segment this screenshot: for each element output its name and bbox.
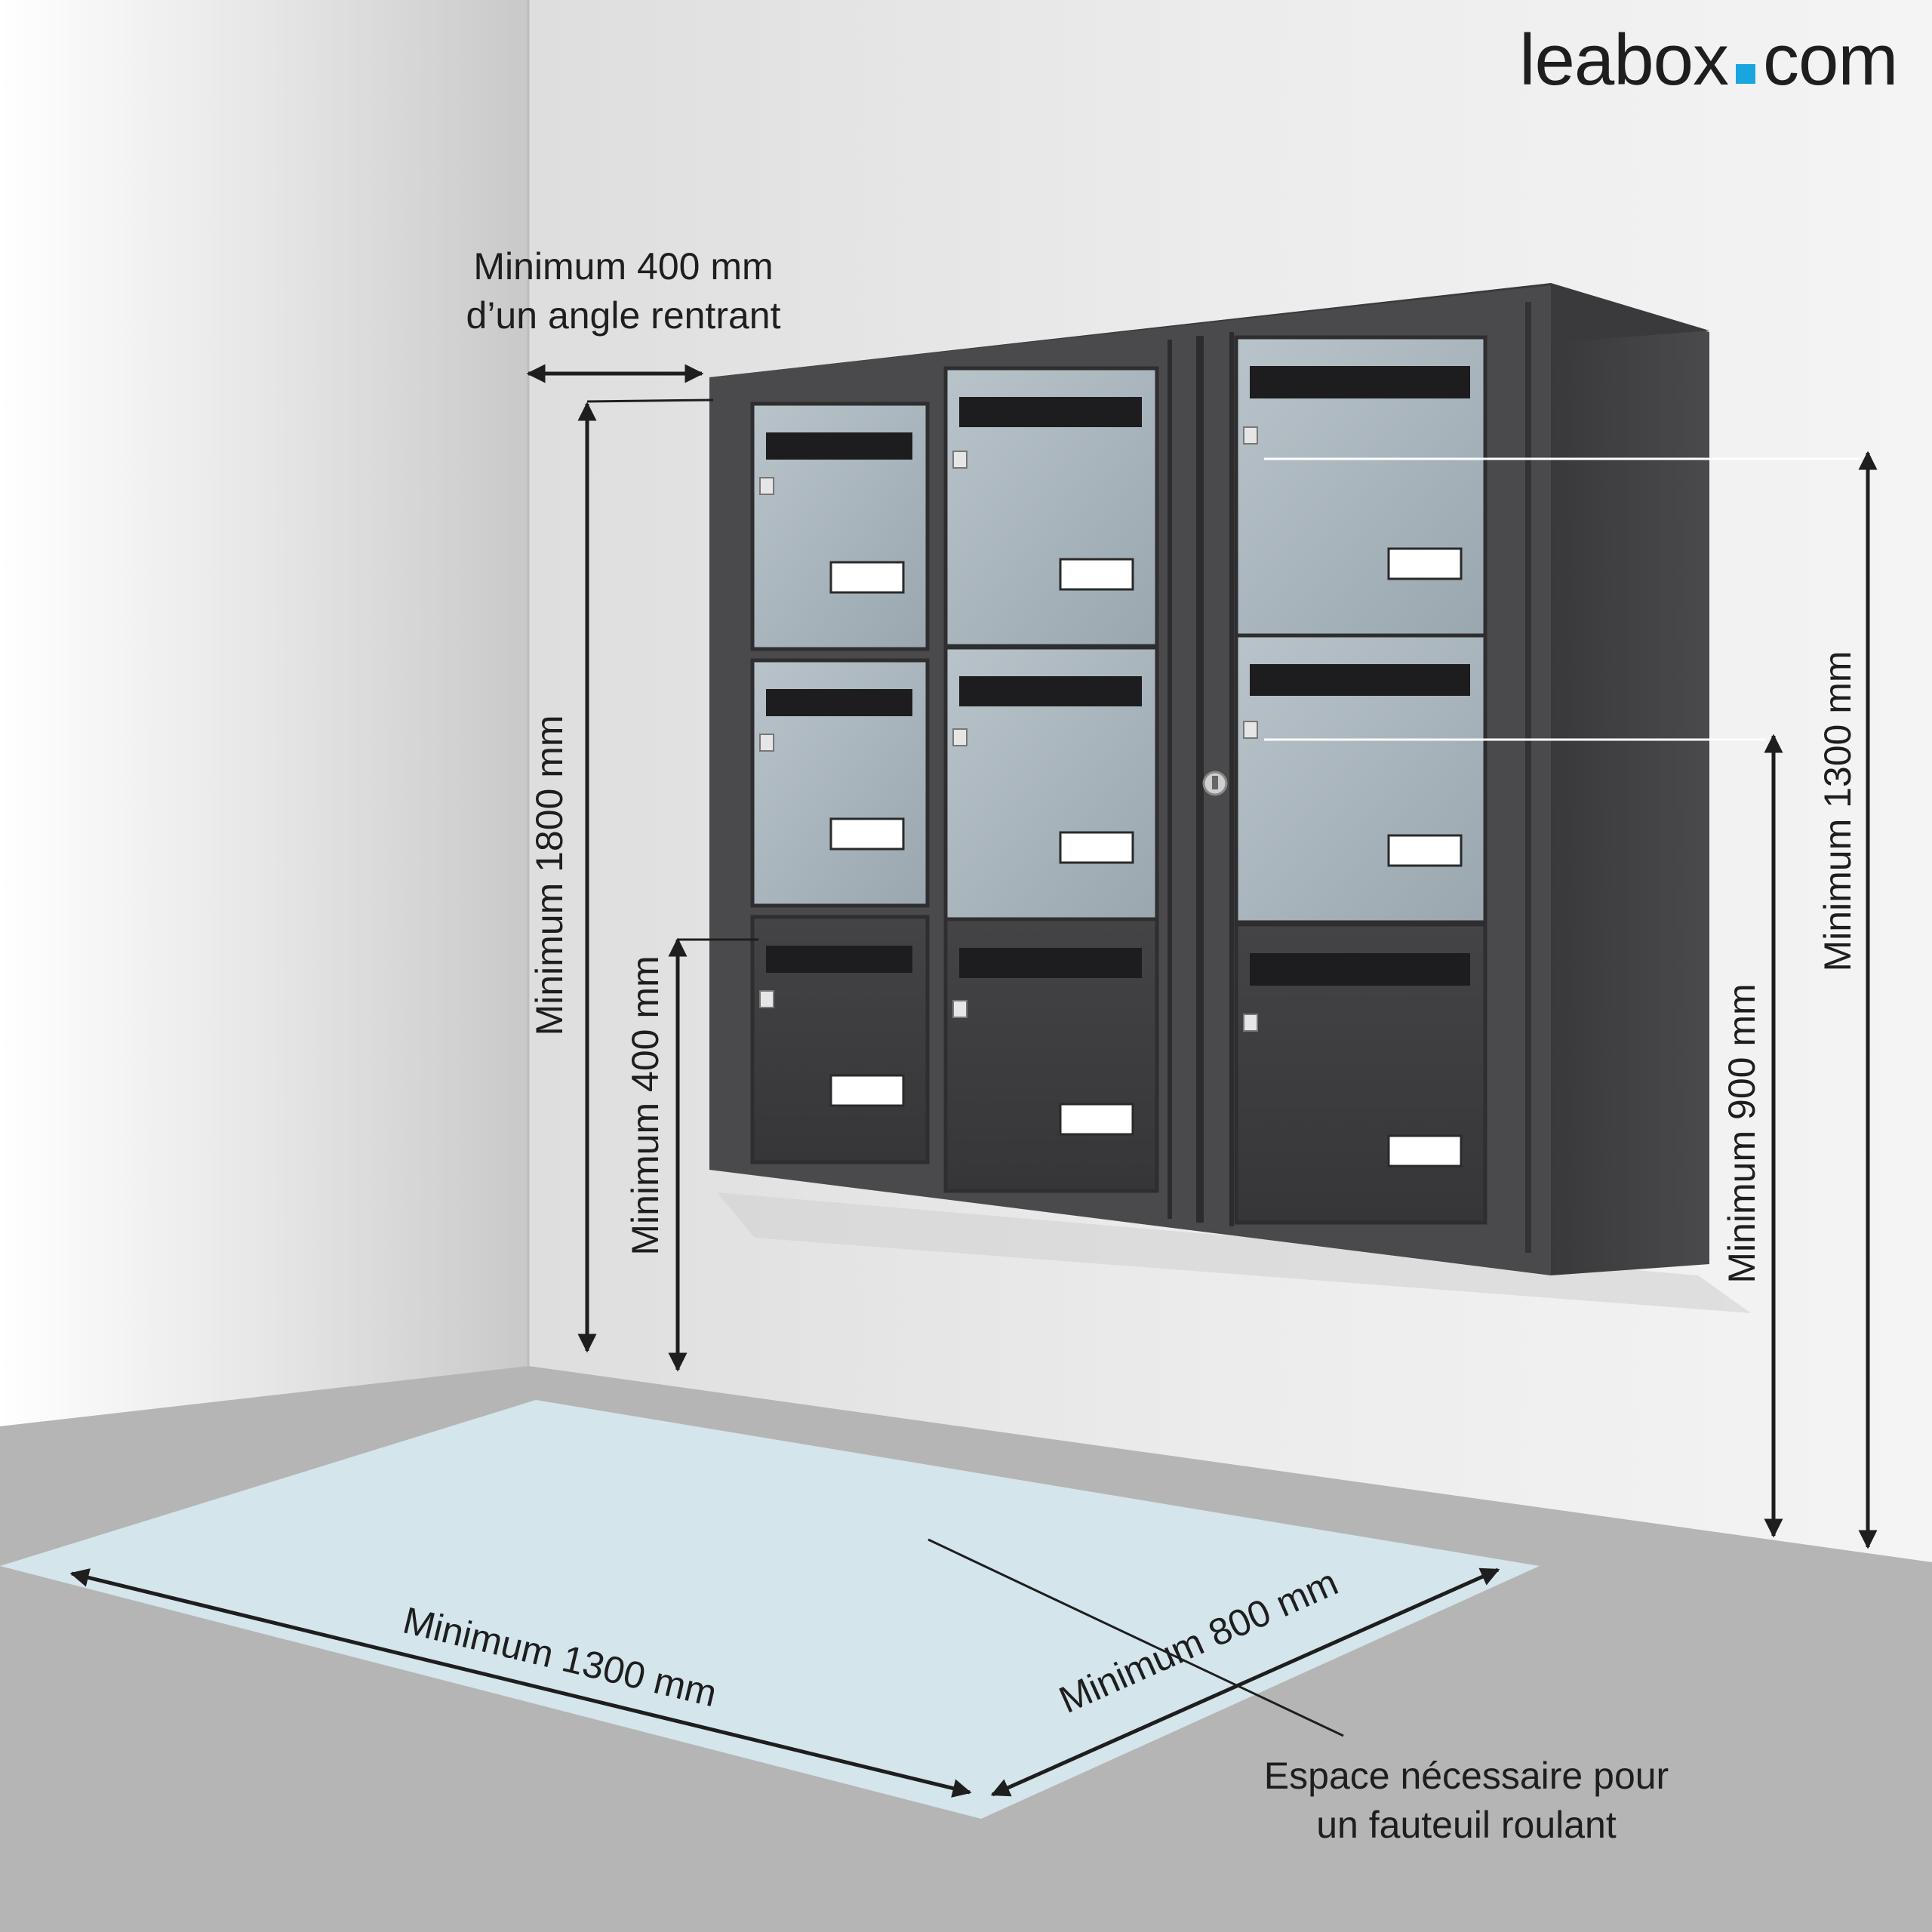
name-plate-icon	[1387, 834, 1463, 867]
left-wall	[0, 0, 528, 1426]
mail-slot-icon	[959, 397, 1142, 427]
lock-icon	[1243, 721, 1258, 739]
cabinet-side	[1551, 285, 1709, 1275]
reach-high-label: Minimum 1300 mm	[1817, 651, 1859, 971]
mail-slot-icon	[766, 946, 912, 973]
lock-icon	[1243, 426, 1258, 445]
name-plate-icon	[1387, 1134, 1463, 1168]
name-plate-icon	[1059, 558, 1134, 591]
wheelchair-callout-leader	[928, 1538, 1344, 1737]
name-plate-icon	[829, 817, 905, 851]
logo-text-right: com	[1763, 20, 1897, 100]
logo-dot-icon	[1736, 64, 1755, 84]
brand-logo: leabox com	[1519, 20, 1898, 100]
height-top-label: Minimum 1800 mm	[528, 715, 571, 1035]
lock-icon	[759, 477, 774, 495]
lock-icon	[952, 1000, 968, 1018]
name-plate-icon	[829, 561, 905, 594]
wheelchair-note-line1: Espace nécessaire pour	[1264, 1755, 1669, 1797]
mail-slot-icon	[1250, 664, 1470, 696]
name-plate-icon	[1059, 831, 1134, 864]
height-bottom-label: Minimum 400 mm	[624, 955, 666, 1255]
corner-distance-label-line2: d’un angle rentrant	[466, 294, 781, 337]
mail-slot-icon	[959, 948, 1142, 978]
name-plate-icon	[1059, 1103, 1134, 1136]
mail-slot-icon	[766, 689, 912, 716]
lock-icon	[952, 451, 968, 469]
mail-slot-icon	[959, 676, 1142, 706]
floor-depth-arrow	[990, 1567, 1500, 1797]
cabinet-key-slot	[1212, 776, 1218, 789]
mail-slot-icon	[1250, 953, 1470, 986]
reach-low-label: Minimum 900 mm	[1721, 983, 1763, 1283]
mailbox-doors	[750, 335, 1487, 1225]
mail-slot-icon	[1250, 366, 1470, 398]
lock-icon	[759, 990, 774, 1008]
height-top-leader	[586, 398, 714, 403]
name-plate-icon	[829, 1074, 905, 1107]
name-plate-icon	[1387, 547, 1463, 580]
cabinet-shadow	[717, 1192, 1751, 1313]
lock-icon	[952, 728, 968, 746]
lock-icon	[759, 734, 774, 752]
floor-width-arrow	[69, 1568, 972, 1798]
mail-slot-icon	[766, 432, 912, 460]
corner-distance-label-line1: Minimum 400 mm	[473, 245, 773, 288]
wheelchair-note-line2: un fauteuil roulant	[1316, 1804, 1617, 1846]
lock-icon	[1243, 1014, 1258, 1032]
logo-text-left: leabox	[1519, 20, 1728, 100]
dimensions	[69, 364, 1878, 1798]
